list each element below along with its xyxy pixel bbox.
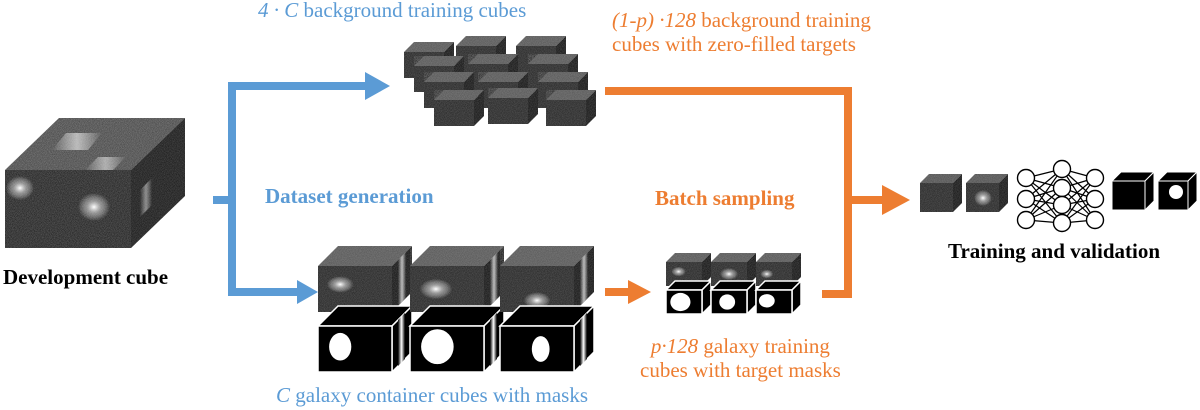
development-cube-label: Development cube xyxy=(3,265,169,289)
noise-cube-icon xyxy=(546,90,596,126)
background-cubes-label: 4 · C background training cubes xyxy=(258,0,527,22)
mask-cube-icon xyxy=(709,279,758,316)
mask-cube-icon xyxy=(408,304,506,374)
noise-cube-icon xyxy=(488,88,538,124)
dataset-generation-arrows xyxy=(213,72,390,304)
arrow-icon xyxy=(882,185,910,215)
noise-cube-icon xyxy=(966,174,1008,212)
mask-cube-icon xyxy=(498,304,596,374)
mask-cube-icon xyxy=(1156,170,1199,212)
background-batch-label: (1-p) ·128 background training cubes wit… xyxy=(612,8,871,57)
galaxy-training-cubes xyxy=(664,253,803,316)
noise-cube-icon xyxy=(410,246,504,312)
training-block xyxy=(920,159,1199,233)
noise-cube-icon xyxy=(434,90,484,126)
mask-cube-icon xyxy=(316,304,414,374)
galaxy-container-cubes xyxy=(316,246,596,374)
batch-sampling-label: Batch sampling xyxy=(655,186,795,210)
arrow-icon xyxy=(628,280,651,304)
arrow-icon xyxy=(365,72,390,100)
batch-sampling-arrows xyxy=(605,87,910,304)
noise-cube-icon xyxy=(920,174,962,212)
galaxy-containers-label: C galaxy container cubes with masks xyxy=(276,383,589,407)
mask-cube-icon xyxy=(664,279,713,316)
development-cube xyxy=(5,118,185,248)
noise-cube-icon xyxy=(318,246,412,312)
mask-cube-icon xyxy=(754,279,803,316)
neural-network-icon xyxy=(1016,159,1105,233)
background-training-cubes xyxy=(404,36,596,126)
arrow-icon xyxy=(297,280,318,304)
training-validation-label: Training and validation xyxy=(948,239,1161,263)
galaxy-batch-label: p·128 galaxy training cubes with target … xyxy=(640,334,841,383)
mask-cube-icon xyxy=(1110,170,1156,212)
noise-cube-icon xyxy=(500,246,594,312)
dataset-generation-label: Dataset generation xyxy=(265,184,434,208)
